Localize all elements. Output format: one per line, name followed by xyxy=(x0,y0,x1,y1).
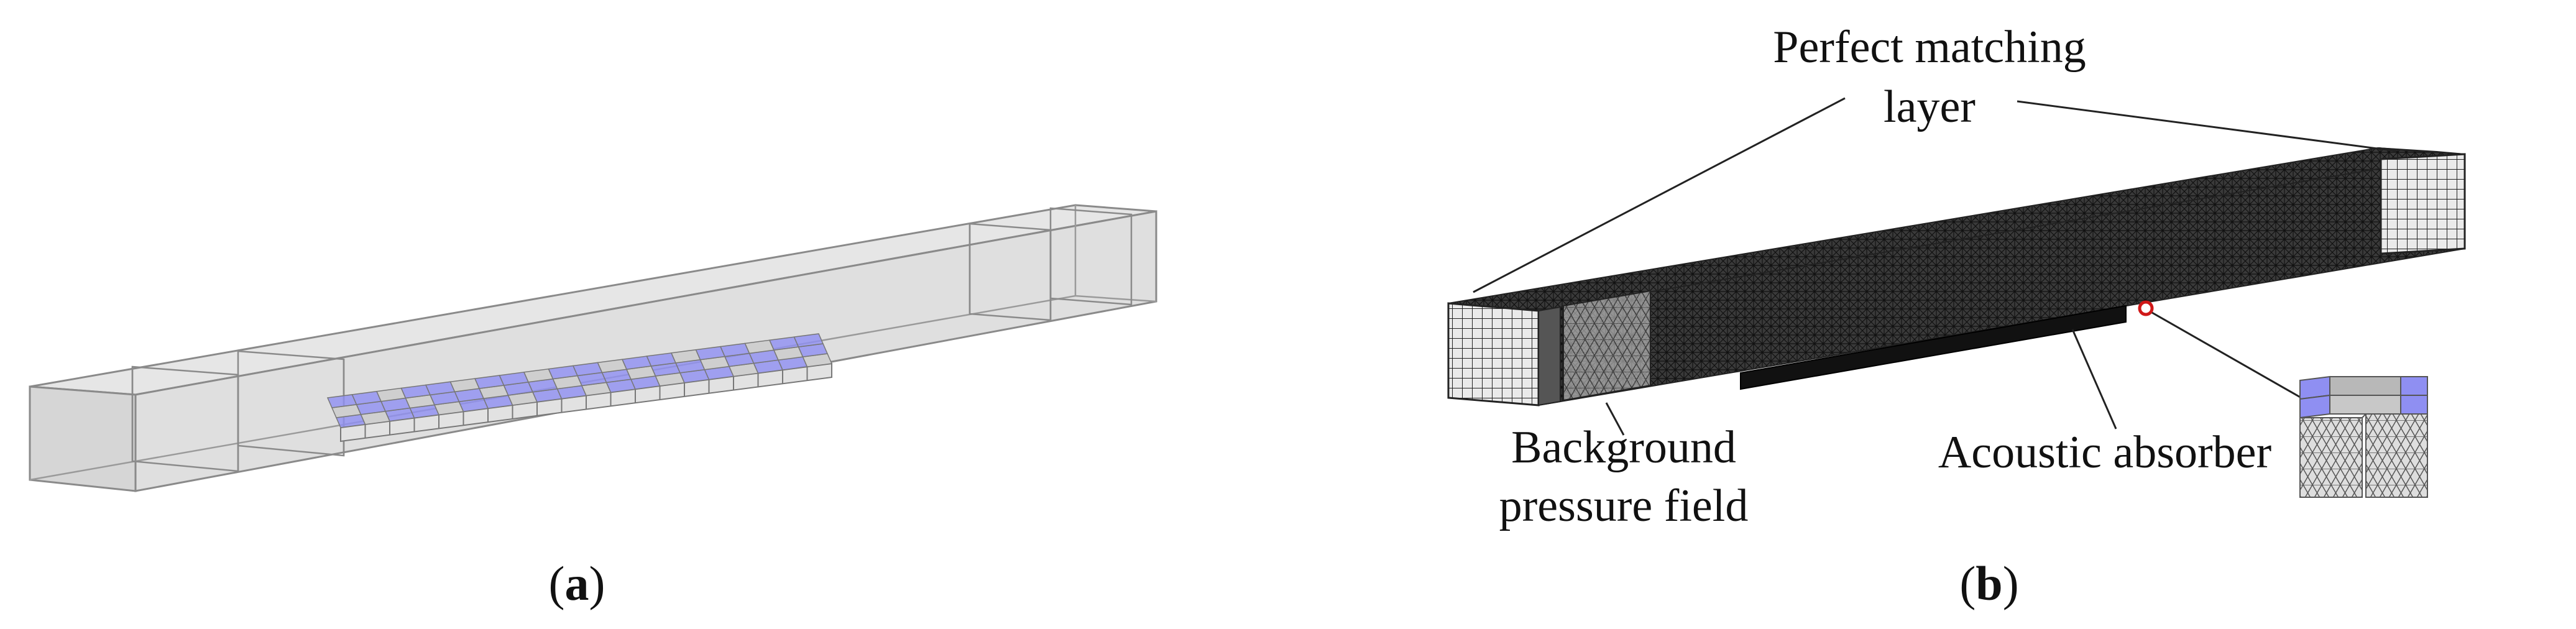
absorber-array xyxy=(326,333,833,443)
absorber-inset xyxy=(2151,311,2428,498)
pml-left-front xyxy=(1447,302,1540,406)
label-pml-line2: layer xyxy=(1884,81,1976,132)
panel-b-mesh-model xyxy=(1447,147,2466,406)
caption-a: (a) xyxy=(549,556,605,610)
label-background-line1: Background xyxy=(1511,422,1736,473)
background-region xyxy=(1563,290,1651,402)
caption-b: (b) xyxy=(1959,556,2018,610)
panel-a-duct-model xyxy=(29,204,1157,492)
label-background-line2: pressure field xyxy=(1499,480,1749,531)
label-pml-line1: Perfect matching xyxy=(1773,22,2086,73)
pml-right-side xyxy=(2380,153,2466,255)
duct-front-face xyxy=(29,385,137,492)
label-absorber: Acoustic absorber xyxy=(1938,427,2271,478)
absorber-cell xyxy=(793,333,824,347)
absorber-strip xyxy=(1740,305,2127,390)
highlight-circle xyxy=(2138,300,2154,316)
leader-lines xyxy=(1473,97,2397,436)
pml-left-side xyxy=(1538,306,1561,406)
